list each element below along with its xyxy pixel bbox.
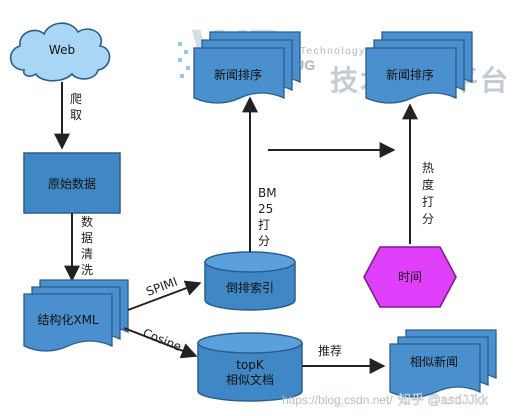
edge-label-crawl-1: 爬 (70, 92, 82, 106)
raw-data-label: 原始数据 (48, 176, 96, 191)
edge-label-heat-2: 度 (422, 177, 434, 192)
inverted-index-label: 倒排索引 (226, 281, 274, 295)
edge-label-spimi: SPIMI (144, 275, 179, 299)
watermark-zhihu: 知乎 @asdJJkk (398, 392, 488, 407)
raw-data-box (23, 152, 121, 214)
edge-label-heat-4: 分 (422, 212, 434, 226)
inverted-index-cylinder (204, 262, 296, 311)
news-rank-right-label: 新闻排序 (386, 67, 434, 82)
edge-label-heat-1: 热 (422, 161, 434, 175)
news-rank-right-node: 新闻排序 (365, 31, 473, 104)
edge-label-clean-2: 据 (81, 231, 93, 245)
similar-news-label: 相似新闻 (410, 354, 458, 369)
time-node: 时间 (363, 246, 457, 308)
similar-news-node: 相似新闻 (389, 329, 497, 398)
news-rank-left-doc (193, 47, 285, 104)
edge-label-bm25-2: 25 (258, 202, 273, 216)
edge-label-clean-1: 数 (81, 214, 93, 229)
raw-data-node: 原始数据 (23, 152, 121, 214)
topk-node: topK 相似文档 (197, 332, 303, 402)
edge-label-clean-3: 清 (81, 247, 93, 261)
time-hexagon (363, 246, 457, 308)
topk-label-1: topK (236, 358, 265, 372)
edge-label-bm25-1: BM (258, 186, 277, 200)
news-rank-left-label: 新闻排序 (214, 67, 262, 82)
arrow-spimi (127, 280, 202, 311)
edge-label-bm25-4: 分 (258, 234, 270, 248)
news-rank-left-node: 新闻排序 (193, 31, 301, 104)
structured-xml-node: 结构化XML (23, 279, 129, 352)
watermark-url: https://blog.csdn.net/ (282, 393, 393, 407)
edge-label-clean-4: 洗 (81, 263, 93, 277)
time-label: 时间 (398, 270, 422, 284)
news-rank-right-doc (365, 47, 457, 104)
structured-xml-doc (23, 293, 113, 352)
inverted-index-node: 倒排索引 (204, 251, 296, 311)
web-cloud-node: Web (9, 22, 111, 82)
structured-xml-label: 结构化XML (37, 312, 99, 327)
topk-label-2: 相似文档 (226, 372, 274, 387)
arrow-cosine (123, 327, 198, 359)
web-label: Web (49, 43, 75, 57)
cloud-shape (9, 22, 111, 82)
edge-label-heat-3: 打 (422, 195, 434, 209)
edge-label-crawl-2: 取 (70, 108, 82, 122)
edge-label-bm25-3: 打 (258, 218, 270, 232)
edge-label-cosine: Cosine (141, 326, 184, 354)
similar-news-doc (389, 343, 481, 398)
edge-label-recommend: 推荐 (318, 344, 342, 358)
topk-cylinder (197, 343, 303, 402)
